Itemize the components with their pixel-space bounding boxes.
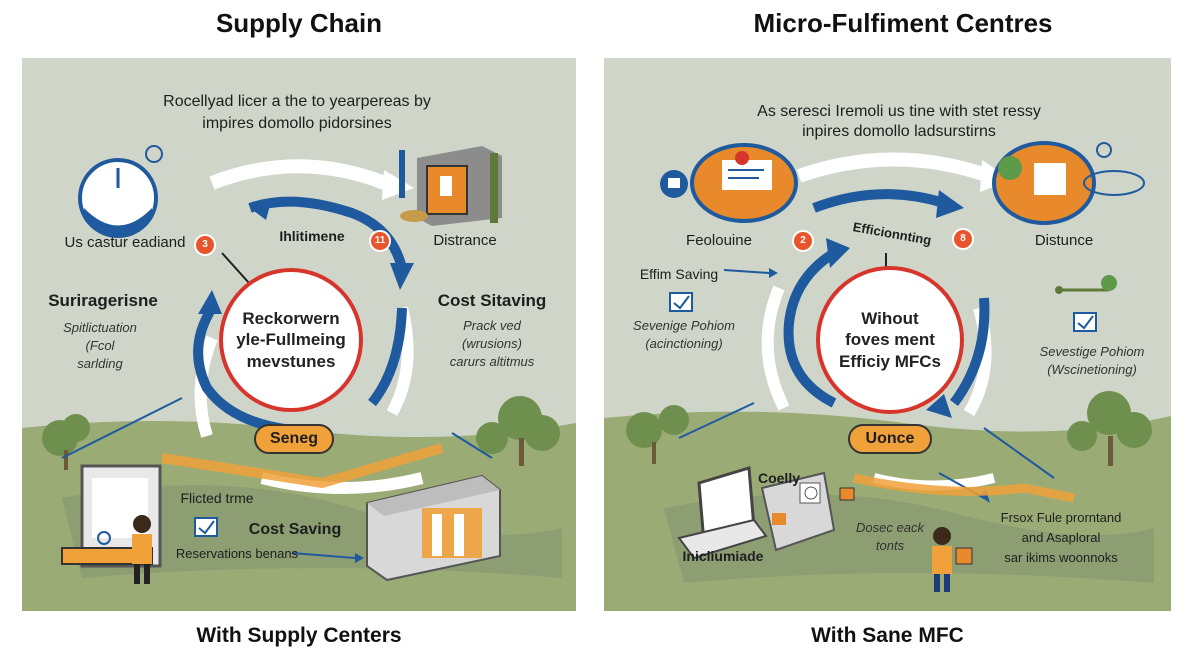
right-panel-title: Micro-Fulfiment Centres xyxy=(753,8,1053,38)
right-inicl-label: Inicliumiade xyxy=(682,548,764,564)
left-surface-desc-1: Spitlictuation xyxy=(63,320,137,335)
left-surface-desc-3: sarlding xyxy=(77,356,123,371)
left-flicked-label: Flicted trme xyxy=(180,490,254,506)
left-center-circle: Reckorwern yle-Fullmeing mevstunes xyxy=(219,268,363,412)
blue-arrow-top xyxy=(248,196,407,270)
left-cost-desc-2: (wrusions) xyxy=(462,336,522,351)
container-box-icon xyxy=(366,474,501,582)
blue-arrow-right xyxy=(368,307,407,407)
blue-arrow-left xyxy=(193,305,293,435)
left-panel-title: Supply Chain xyxy=(215,8,383,38)
left-surface-label: Suriragerisne xyxy=(48,291,158,310)
left-orange-pill: Seneg xyxy=(254,424,334,454)
left-cost-desc-3: carurs altitmus xyxy=(449,354,535,369)
left-surface-desc-2: (Fcol xyxy=(85,338,115,353)
right-sevenge-right-2: (Wscinetioning) xyxy=(1047,362,1137,377)
kiosk-machine-icon xyxy=(760,471,855,552)
checklist-icon-right xyxy=(1073,312,1097,332)
checklist-icon-left xyxy=(669,292,693,312)
right-feedback-label: Feolouine xyxy=(686,232,752,249)
right-distance-label: Distunce xyxy=(1034,232,1094,249)
right-dosec-1: Dosec eack xyxy=(856,520,924,535)
thin-arrow-left xyxy=(61,397,183,459)
right-coelly-label: Coelly xyxy=(757,470,800,486)
left-distance-label: Distrance xyxy=(433,232,497,249)
left-cost-desc-1: Prack ved xyxy=(463,318,521,333)
left-cost-bottom-label: Cost Saving xyxy=(248,521,342,538)
right-sevenge-left-1: Sevenige Pohiom xyxy=(633,318,735,333)
right-center-line-2: foves ment xyxy=(845,330,935,350)
left-cost-top-label: Cost Sitaving xyxy=(437,291,547,310)
orange-flow xyxy=(853,473,1075,503)
white-arc-left xyxy=(194,335,218,438)
left-intro-line-1: Rocellyad licer a the to yearpereas by xyxy=(163,93,431,110)
white-arc-top xyxy=(796,152,992,183)
right-panel: As seresci Iremoli us tine with stet res… xyxy=(604,58,1171,611)
right-sevenge-left-2: (acinctioning) xyxy=(645,336,723,351)
left-panel-artwork xyxy=(22,145,576,611)
left-center-line-1: Reckorwern xyxy=(242,309,340,329)
warehouse-box-icon xyxy=(399,146,502,226)
info-bubble-icon xyxy=(992,141,1145,225)
right-dosec-2: tonts xyxy=(875,538,905,553)
white-arc-bottom xyxy=(260,472,424,494)
left-panel: Rocellyad licer a the to yearpereas by i… xyxy=(22,58,576,611)
right-effim-label: Effim Saving xyxy=(639,266,719,282)
white-arc-top xyxy=(209,159,395,193)
left-center-line-2: yle-Fullmeing xyxy=(236,330,346,350)
right-panel-artwork xyxy=(604,141,1171,611)
right-orange-pill: Uonce xyxy=(848,424,932,454)
right-frox-1: Frsox Fule prorntand xyxy=(1000,510,1122,525)
worker-figure xyxy=(132,515,152,584)
right-center-line-3: Efficiy MFCs xyxy=(838,351,942,371)
left-inbound-label: Ihlitimene xyxy=(279,228,345,244)
laptop-icon xyxy=(677,466,768,560)
tree-group-left xyxy=(42,396,560,470)
right-panel-subtitle: With Sane MFC xyxy=(811,624,964,647)
right-intro-line-2: inpires domollo ladsurstirns xyxy=(802,123,996,140)
right-center-circle: Wihout foves ment Efficiy MFCs xyxy=(816,266,964,414)
right-efficiency-badge: 8 xyxy=(952,228,974,250)
right-center-line-1: Wihout xyxy=(861,309,919,329)
orange-flow xyxy=(161,443,444,489)
left-reservations-label: Reservations benans xyxy=(175,546,299,561)
left-customer-badge: 3 xyxy=(194,234,216,256)
left-panel-subtitle: With Supply Centers xyxy=(196,624,402,647)
stopwatch-icon xyxy=(78,145,163,238)
left-customer-label: Us castur eadiand xyxy=(64,234,186,251)
tree-group-right xyxy=(626,391,1152,466)
feedback-bubble-icon xyxy=(660,143,798,223)
worker-figure xyxy=(932,527,973,592)
left-center-line-3: mevstunes xyxy=(246,351,336,371)
right-sevenge-right-1: Sevestige Pohiom xyxy=(1039,344,1145,359)
right-intro-line-1: As seresci Iremoli us tine with stet res… xyxy=(757,103,1041,120)
right-frox-2: and Asaploral xyxy=(1021,530,1101,545)
key-lever-icon xyxy=(1055,275,1117,294)
left-inbound-badge: 11 xyxy=(369,230,391,252)
right-feedback-badge: 2 xyxy=(792,230,814,252)
right-frox-3: sar ikims woonnoks xyxy=(1004,550,1118,565)
left-intro-line-2: impires domollo pidorsines xyxy=(202,115,392,132)
blue-arrow-top xyxy=(812,189,946,213)
checklist-icon xyxy=(194,517,218,537)
